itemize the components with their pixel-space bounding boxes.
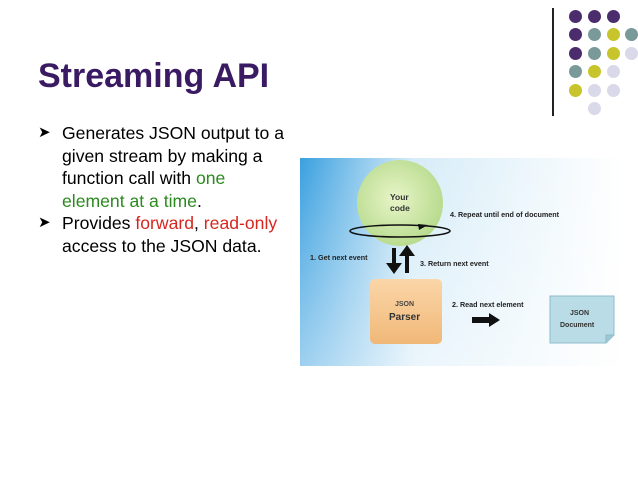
- bullet-text: access to the JSON data.: [62, 235, 262, 256]
- document-label-line2: Document: [560, 322, 595, 329]
- decorative-dot: [569, 28, 582, 41]
- bullet-text: .: [196, 190, 202, 211]
- decorative-dot: [588, 84, 601, 97]
- json-parser-node: JSON Parser: [370, 279, 442, 344]
- bullet-icon: ➤: [38, 214, 51, 231]
- step1-label: 1. Get next event: [310, 253, 368, 262]
- bullet-icon: ➤: [38, 124, 51, 141]
- step4-label: 4. Repeat until end of document: [450, 210, 560, 219]
- bullet-text: Generates JSON output to a given stream …: [62, 123, 285, 188]
- decorative-dot: [588, 28, 601, 41]
- decorative-dot: [625, 28, 638, 41]
- bullet-item: ➤ Provides forward, read-only access to …: [38, 212, 288, 257]
- down-arrow: [386, 248, 402, 274]
- decorative-dot: [625, 47, 638, 60]
- decorative-dot: [569, 47, 582, 60]
- json-document-node: JSON Document: [549, 295, 615, 344]
- your-code-label-line2: code: [390, 203, 410, 213]
- bullet-highlight: one element at a time: [62, 168, 226, 211]
- decorative-dot: [588, 10, 601, 23]
- decorative-dot: [569, 84, 582, 97]
- repeat-loop-arrow: [349, 224, 451, 238]
- decorative-vertical-line: [552, 8, 554, 116]
- bullet-highlight: read-only: [203, 213, 278, 233]
- your-code-node: Your code: [357, 160, 443, 246]
- right-arrow: [472, 313, 500, 327]
- decorative-dot: [607, 28, 620, 41]
- decorative-dot: [607, 47, 620, 60]
- decorative-dot: [569, 10, 582, 23]
- decorative-dot: [569, 65, 582, 78]
- slide-title: Streaming API: [38, 57, 270, 95]
- bullet-item: ➤ Generates JSON output to a given strea…: [38, 122, 288, 212]
- decorative-dot: [607, 65, 620, 78]
- step2-label: 2. Read next element: [452, 300, 524, 309]
- up-arrow: [399, 245, 415, 273]
- parser-label-line2: Parser: [389, 312, 420, 323]
- bullet-text: Provides: [62, 213, 136, 233]
- document-label-line1: JSON: [570, 310, 589, 317]
- decorative-dot: [588, 102, 601, 115]
- decorative-dot: [588, 47, 601, 60]
- decorative-dot: [588, 65, 601, 78]
- streaming-diagram: Your code 4. Repeat until end of documen…: [300, 158, 622, 366]
- parser-label-line1: JSON: [395, 301, 414, 308]
- decorative-dot: [607, 10, 620, 23]
- bullet-text: ,: [194, 213, 204, 233]
- decorative-dot: [607, 84, 620, 97]
- bullet-list: ➤ Generates JSON output to a given strea…: [38, 122, 288, 257]
- bullet-highlight: forward: [135, 213, 195, 233]
- step3-label: 3. Return next event: [420, 259, 489, 268]
- your-code-label-line1: Your: [390, 192, 409, 202]
